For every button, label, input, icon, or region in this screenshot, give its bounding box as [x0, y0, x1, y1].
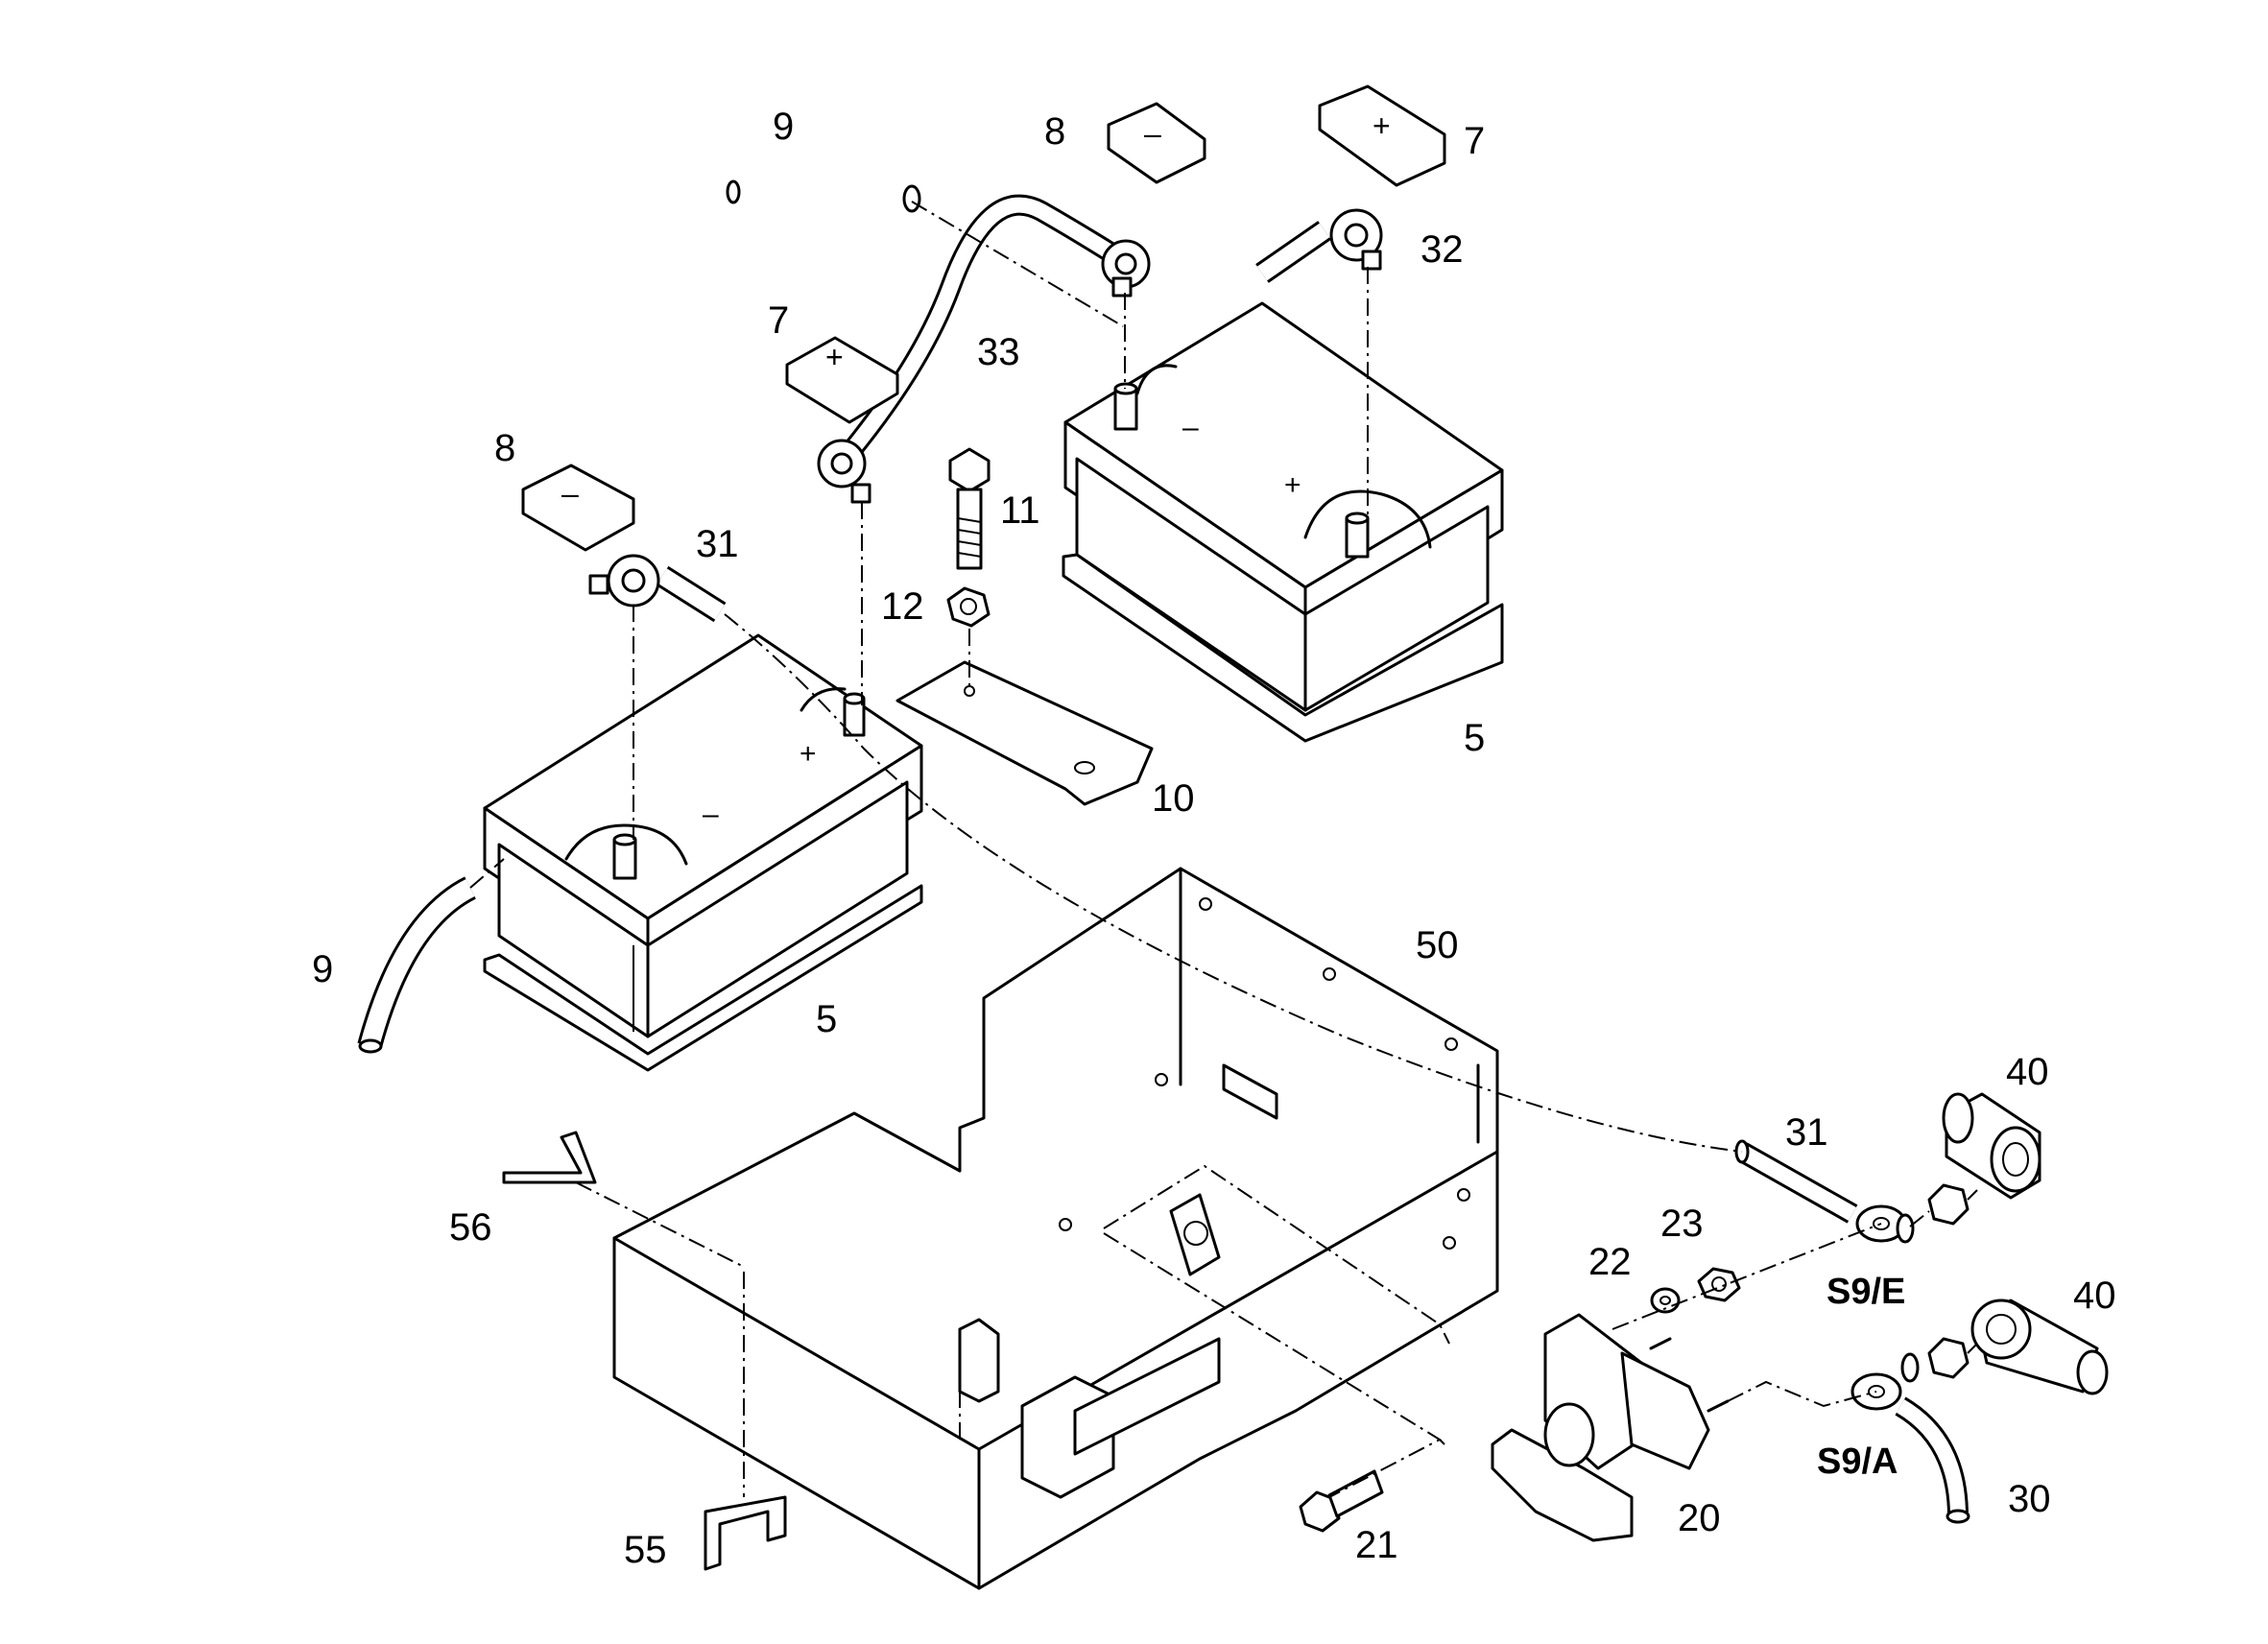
- label-terminal-31-top: 31: [696, 523, 739, 565]
- cable-30: [1850, 1337, 1970, 1524]
- label-battery-5-left: 5: [816, 998, 837, 1040]
- label-cable-9-top: 9: [773, 106, 794, 148]
- bracket-10: [895, 660, 1154, 806]
- svg-text:–: –: [561, 476, 579, 511]
- label-nut-12: 12: [881, 585, 924, 628]
- cable-9-top: [726, 168, 921, 213]
- label-cap-7-top: 7: [1464, 120, 1485, 162]
- svg-text:+: +: [1284, 469, 1301, 501]
- cable-33: [817, 194, 1151, 504]
- nut-23: [1697, 1267, 1741, 1302]
- label-nut-23: 23: [1660, 1203, 1704, 1245]
- svg-text:–: –: [703, 798, 719, 830]
- label-tray-50: 50: [1416, 924, 1459, 966]
- cable-9-left: [357, 876, 477, 1054]
- bolt-11: [948, 447, 991, 570]
- cap-8-top: –: [1107, 102, 1206, 184]
- switch-20: [1491, 1313, 1730, 1542]
- svg-text:–: –: [1182, 412, 1199, 443]
- label-cable-31-right: 31: [1785, 1111, 1828, 1154]
- cover-40-top: [1942, 1092, 2041, 1200]
- svg-text:+: +: [825, 340, 844, 374]
- label-connector-s9a: S9/A: [1817, 1441, 1898, 1482]
- battery-right: – +: [1062, 301, 1504, 743]
- label-washer-22: 22: [1588, 1241, 1632, 1283]
- svg-text:–: –: [1144, 116, 1161, 151]
- label-clip-56: 56: [449, 1206, 492, 1249]
- label-terminal-32: 32: [1420, 228, 1464, 271]
- label-cap-8-left: 8: [494, 427, 515, 469]
- label-cap-8-top: 8: [1044, 110, 1065, 153]
- label-switch-20: 20: [1678, 1497, 1721, 1539]
- svg-text:+: +: [1373, 108, 1391, 143]
- label-cap-7-mid: 7: [768, 299, 789, 342]
- leader-lines: [469, 201, 1978, 1498]
- callout-labels: 9 8 7 32 7 33 8 11 31 12 5 10 9 5 50 40 …: [312, 106, 2116, 1571]
- label-bolt-11: 11: [1000, 489, 1040, 532]
- cover-40-bottom: [1970, 1299, 2109, 1395]
- svg-text:+: +: [800, 738, 817, 770]
- label-cable-9-left: 9: [312, 948, 333, 990]
- label-cover-40-top: 40: [2006, 1051, 2049, 1093]
- label-cable-33: 33: [977, 331, 1020, 373]
- label-cover-40-bottom: 40: [2073, 1275, 2116, 1317]
- nut-12: [946, 586, 991, 628]
- terminal-32: [1255, 208, 1383, 283]
- battery-left: – +: [483, 633, 923, 1072]
- cap-7-top: +: [1318, 84, 1446, 187]
- clip-56: [502, 1131, 597, 1184]
- label-bracket-10: 10: [1152, 777, 1195, 820]
- terminal-31-top: [588, 554, 727, 623]
- label-cable-30: 30: [2008, 1478, 2051, 1520]
- label-connector-s9e: S9/E: [1826, 1272, 1905, 1312]
- cap-8-left: –: [521, 464, 635, 552]
- label-clip-55: 55: [624, 1529, 667, 1571]
- label-battery-5-right: 5: [1464, 717, 1485, 759]
- bolt-21: [1299, 1469, 1384, 1533]
- cable-31-right: [1734, 1139, 1970, 1244]
- clip-55: [704, 1495, 787, 1571]
- cap-7-mid: +: [785, 336, 899, 424]
- battery-tray-50: [612, 867, 1499, 1590]
- label-bolt-21: 21: [1355, 1524, 1398, 1566]
